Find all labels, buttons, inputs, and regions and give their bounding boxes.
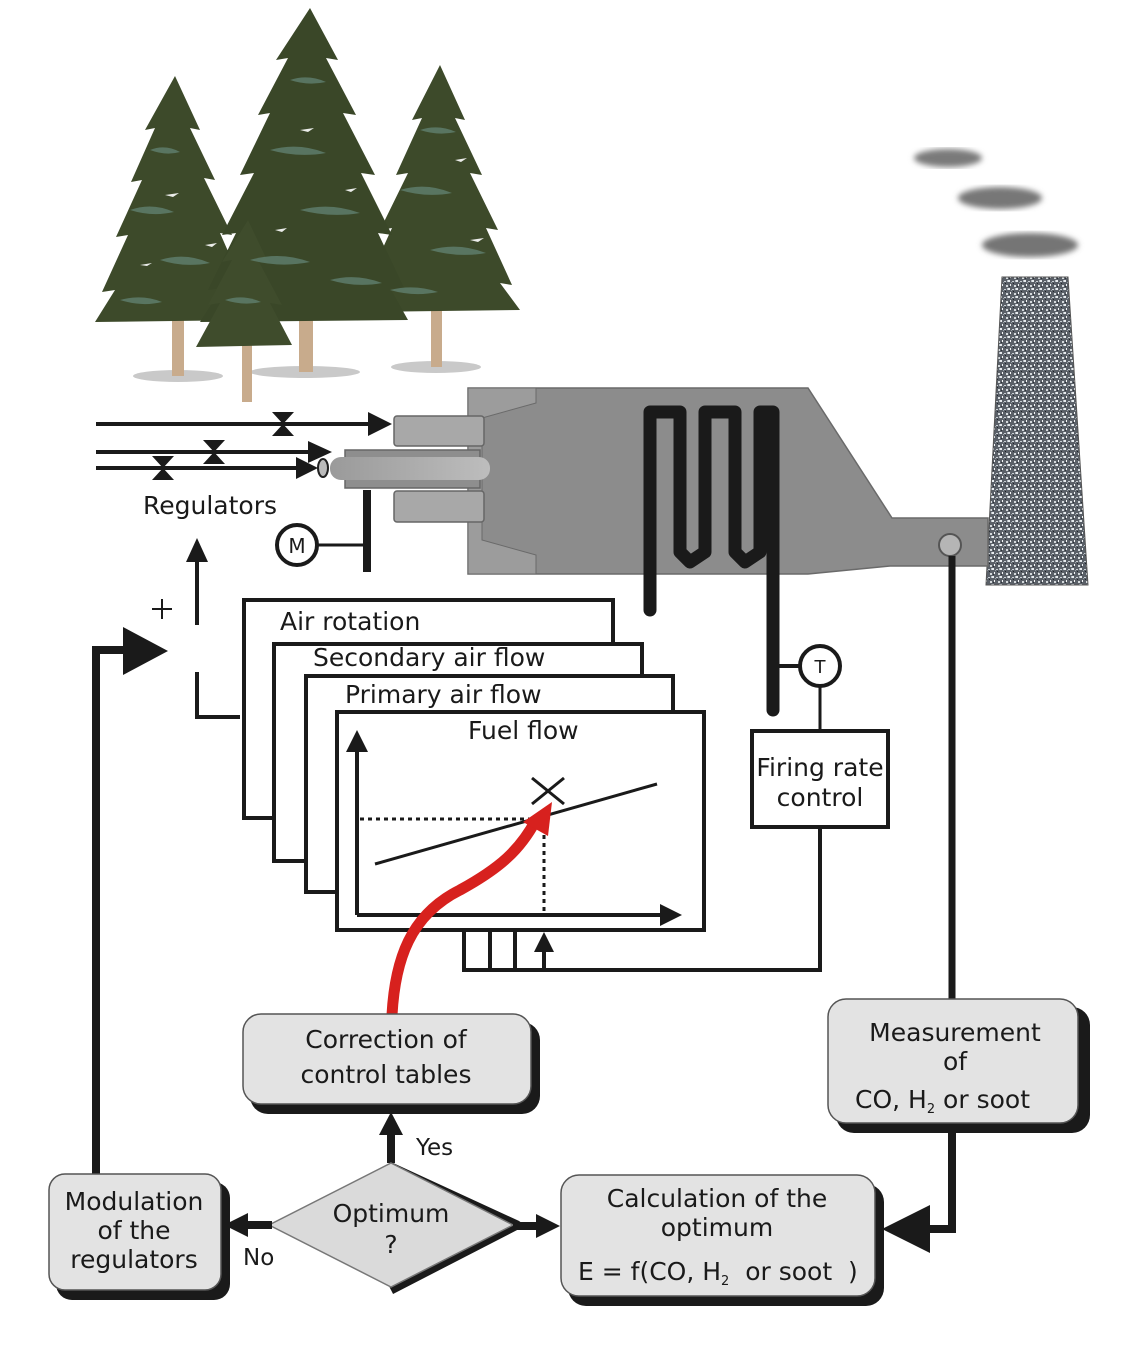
smoke-puff <box>914 149 982 167</box>
correction-arrow <box>386 802 552 1021</box>
tree-trunk <box>242 340 252 402</box>
correction-label: Correction of <box>305 1025 468 1054</box>
no-label: No <box>243 1245 274 1271</box>
yes-arrow <box>379 1112 403 1163</box>
calculation-box[interactable]: Calculation of the optimum E = f(CO, H2 … <box>560 1174 884 1306</box>
tree-trunk <box>172 310 184 376</box>
air-register-bottom <box>393 490 485 523</box>
arrow-head <box>882 1205 930 1253</box>
smoke-puff <box>982 233 1078 257</box>
optimum-label: Optimum <box>333 1199 450 1228</box>
nozzle <box>317 458 329 478</box>
optimum-question: ? <box>384 1230 397 1259</box>
curve-line <box>374 782 658 866</box>
flame <box>330 457 490 480</box>
x-axis-arrow <box>660 904 682 926</box>
firing-rate-control-label: control <box>777 783 864 812</box>
chimney <box>985 276 1089 586</box>
y-axis-arrow <box>346 730 368 752</box>
boiler <box>317 387 989 717</box>
smoke-puffs <box>914 149 1078 257</box>
tree-highlights <box>120 77 486 305</box>
correction-box[interactable]: Correction of control tables <box>242 1013 540 1114</box>
motor-actuator[interactable]: M <box>275 523 319 567</box>
temperature-sensor-icon[interactable] <box>798 644 842 688</box>
measurement-species-label: CO, H2 or soot <box>855 1085 1030 1117</box>
furnace-body <box>467 387 989 575</box>
valve-icon[interactable] <box>203 440 225 464</box>
arrow-head <box>123 627 168 675</box>
motor-icon <box>275 523 319 567</box>
measurement-feed <box>882 556 956 1253</box>
measurement-box[interactable]: Measurement of CO, H2 or soot <box>827 998 1090 1133</box>
primary-air-flow-label: Primary air flow <box>345 680 542 709</box>
temperature-sensor <box>773 664 822 730</box>
firing-rate-control-label: Firing rate <box>756 753 883 782</box>
arrow-head <box>296 457 318 479</box>
formula-label: E = f(CO, H2 or soot ) <box>578 1257 858 1289</box>
measurement-label: Measurement <box>869 1018 1041 1047</box>
motor-label: M <box>288 534 305 558</box>
fuel-flow-chart <box>346 730 682 926</box>
tree-front <box>196 220 292 347</box>
modulation-label: Modulation <box>65 1187 204 1216</box>
calculation-label: optimum <box>661 1213 773 1242</box>
tree-left <box>95 76 250 322</box>
target-mark <box>531 776 565 806</box>
modulation-label: of the <box>97 1216 170 1245</box>
burner-throat <box>467 387 537 575</box>
heat-exchanger-coil <box>643 405 780 717</box>
arrow-head <box>308 441 332 463</box>
valve-icon[interactable] <box>152 456 174 480</box>
air-rotation-label: Air rotation <box>280 607 420 636</box>
fuel-flow-label: Fuel flow <box>468 716 579 745</box>
secondary-air-flow-label: Secondary air flow <box>313 643 545 672</box>
yes-label: Yes <box>415 1135 453 1161</box>
firing-rate-control-box[interactable] <box>750 729 890 829</box>
flue-sensor <box>938 533 962 557</box>
modulation-box[interactable]: Modulation of the regulators <box>48 1173 230 1300</box>
arrow-head <box>186 538 208 562</box>
arrow-head <box>534 932 554 952</box>
optimum-decision[interactable]: Optimum ? <box>267 1162 522 1294</box>
correction-label: control tables <box>301 1060 472 1089</box>
modulation-label: regulators <box>70 1245 198 1274</box>
summing-junction <box>92 538 240 1176</box>
table-input-bus <box>462 828 822 972</box>
calculation-label: Calculation of the <box>607 1184 827 1213</box>
calculation-arrow <box>513 1214 560 1238</box>
air-register-top <box>393 415 485 447</box>
tree-gaps <box>140 128 484 266</box>
temperature-label: T <box>814 657 827 678</box>
no-arrow <box>224 1213 272 1237</box>
smoke-puff <box>958 187 1042 209</box>
valve-icon[interactable] <box>272 412 294 436</box>
tree-right <box>360 65 520 312</box>
table-fuel-flow[interactable] <box>335 710 706 932</box>
trees-illustration <box>95 8 520 402</box>
control-tables: Air rotation Secondary air flow Primary … <box>242 598 822 972</box>
arrow-head <box>368 412 392 436</box>
tree-trunk <box>431 300 442 367</box>
regulators-label: Regulators <box>143 491 277 520</box>
regulator-lines <box>96 412 392 572</box>
measurement-label: of <box>943 1047 968 1076</box>
